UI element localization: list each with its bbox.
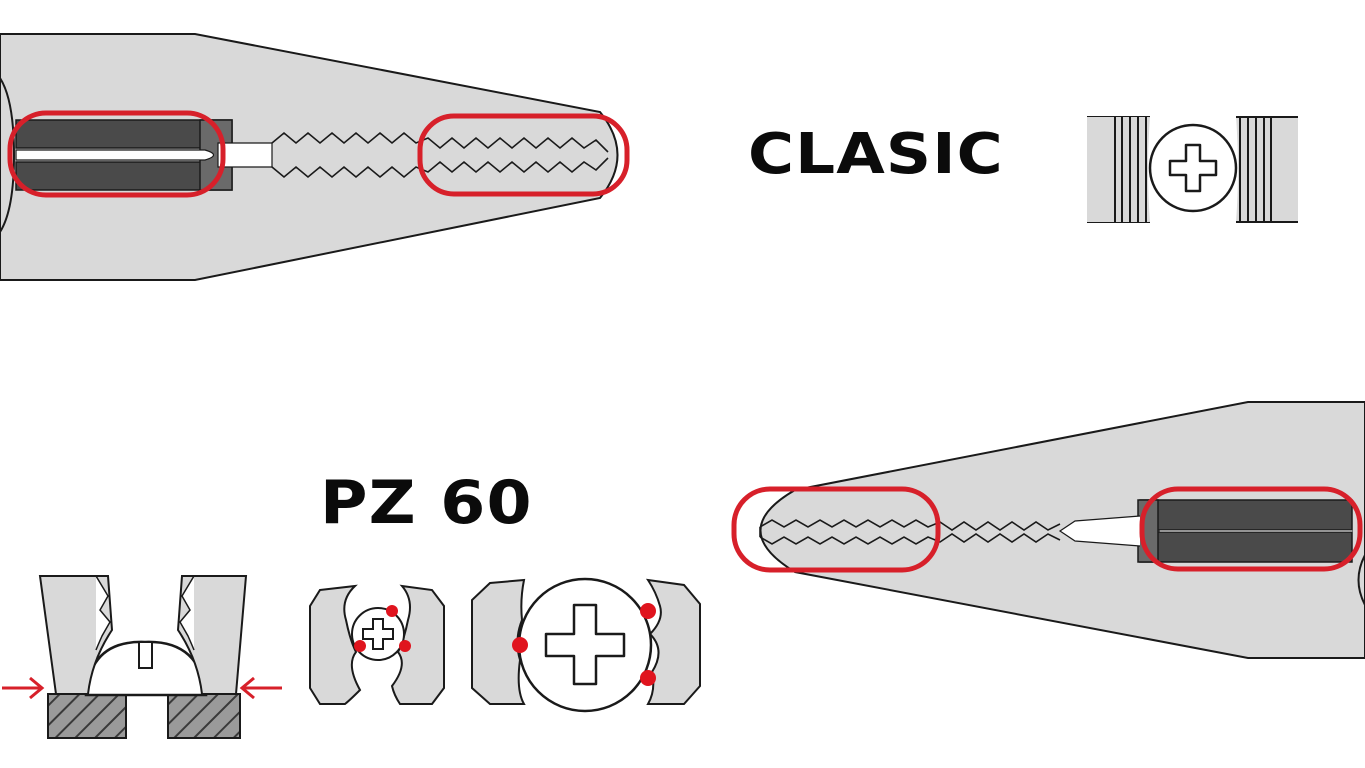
highlight-ring-teeth-pz60 bbox=[731, 486, 941, 573]
classic-plier-jaw-top bbox=[0, 33, 630, 281]
pressure-arrow-left-icon bbox=[2, 676, 45, 700]
highlight-ring-grip-pz60 bbox=[1139, 486, 1363, 572]
highlight-ring-teeth bbox=[417, 113, 630, 197]
pz60-title: PZ 60 bbox=[320, 468, 533, 538]
classic-title: CLASIC bbox=[748, 122, 1004, 187]
pz60-small-screw-grip-icon bbox=[309, 584, 445, 705]
pressure-arrow-right-icon bbox=[239, 676, 282, 700]
pz60-large-screw-grip-icon bbox=[471, 577, 701, 713]
highlight-ring-grip bbox=[7, 110, 226, 198]
pz60-plier-jaw-bottom bbox=[731, 401, 1365, 659]
classic-screw-grip-icon bbox=[1087, 116, 1298, 223]
pz60-screw-head-pinch-icon bbox=[2, 575, 282, 739]
